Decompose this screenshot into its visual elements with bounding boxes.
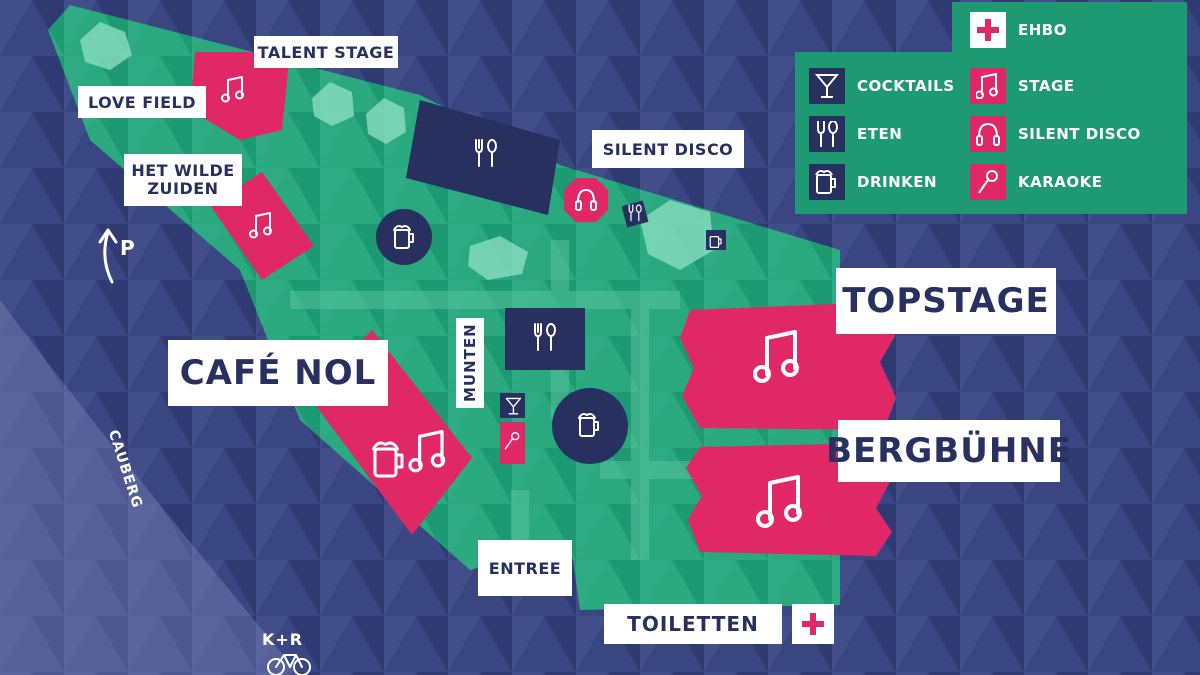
legend-label-silent-disco: SILENT DISCO <box>1018 125 1141 143</box>
karaoke-kiosk <box>500 422 525 464</box>
topstage-area <box>680 302 896 430</box>
music-note-icon <box>221 76 244 103</box>
eten-building <box>406 100 560 215</box>
drink-circle-1 <box>376 209 432 265</box>
silent-disco-pavilion <box>564 178 608 222</box>
legend-ehbo-panel: EHBO <box>952 2 1187 54</box>
legend-item-stage: STAGE <box>970 68 1075 104</box>
music-note-icon <box>408 430 446 473</box>
legend-item-silent-disco: SILENT DISCO <box>970 116 1141 152</box>
legend-item-eten: ETEN <box>809 116 902 152</box>
topstage-label: TOPSTAGE <box>836 268 1056 334</box>
legend-label-karaoke: KARAOKE <box>1018 173 1103 191</box>
entree-label: ENTREE <box>478 540 572 596</box>
legend-item-ehbo: EHBO <box>970 12 1067 48</box>
fork-spoon-icon <box>475 139 497 167</box>
microphone-icon <box>970 164 1006 200</box>
bicycle-icon <box>267 654 311 675</box>
legend-label-eten: ETEN <box>857 125 903 143</box>
het-wilde-zuiden-label: HET WILDE ZUIDEN <box>124 154 242 206</box>
het-wilde-zuiden-text: HET WILDE ZUIDEN <box>131 161 235 198</box>
drink-circle-2 <box>552 388 628 464</box>
beer-mug-icon <box>578 413 599 437</box>
legend-label-cocktails: COCKTAILS <box>857 77 955 95</box>
legend-item-karaoke: KARAOKE <box>970 164 1103 200</box>
beer-mug-icon <box>393 225 414 249</box>
music-note-icon <box>970 68 1006 104</box>
talent-stage-area <box>190 52 290 140</box>
tree-4 <box>468 236 528 280</box>
legend-label-stage: STAGE <box>1018 77 1075 95</box>
silent-disco-label: SILENT DISCO <box>592 130 744 168</box>
love-field-label: LOVE FIELD <box>78 86 206 118</box>
beer-mug-icon <box>709 236 722 249</box>
legend-item-drinken: DRINKEN <box>809 164 937 200</box>
legend-label-ehbo: EHBO <box>1018 21 1067 39</box>
munten-label: MUNTEN <box>456 318 484 408</box>
toiletten-label: TOILETTEN <box>604 604 782 644</box>
fork-spoon-icon <box>809 116 845 152</box>
tree-1 <box>80 22 132 70</box>
cocktail-icon <box>809 68 845 104</box>
festival-grounds <box>48 5 840 610</box>
eten-kiosk <box>621 200 649 228</box>
fork-spoon-icon <box>534 323 556 351</box>
toiletten-ehbo-marker <box>792 604 834 644</box>
kiss-ride-marker: K+R <box>262 630 304 649</box>
parking-arrow-icon <box>98 228 118 284</box>
tree-5 <box>640 200 714 270</box>
legend-panel: COCKTAILS ETEN DRINKEN STAGE SILENT DISC… <box>795 52 1187 214</box>
tree-3 <box>366 98 406 144</box>
beer-mug-icon <box>809 164 845 200</box>
road-cauberg <box>0 300 300 675</box>
eten-building-2 <box>505 308 585 370</box>
fork-spoon-icon <box>628 204 642 222</box>
drinken-kiosk <box>706 230 726 250</box>
legend-item-cocktails: COCKTAILS <box>809 68 955 104</box>
cocktail-icon <box>505 397 522 415</box>
tree-2 <box>312 82 354 126</box>
cafe-nol-label: CAFÉ NOL <box>168 340 388 406</box>
bergbuhne-label: BERGBÜHNE <box>826 420 1071 482</box>
music-note-icon <box>753 330 799 383</box>
microphone-icon <box>504 432 520 450</box>
beer-mug-icon <box>372 441 404 478</box>
first-aid-cross-icon <box>970 12 1006 48</box>
music-note-icon <box>756 475 802 528</box>
parking-marker: P <box>120 236 136 260</box>
talent-stage-label: TALENT STAGE <box>254 36 398 68</box>
headphones-icon <box>575 189 597 211</box>
first-aid-cross-icon <box>802 613 824 635</box>
legend-label-drinken: DRINKEN <box>857 173 938 191</box>
headphones-icon <box>970 116 1006 152</box>
music-note-icon <box>249 212 272 239</box>
